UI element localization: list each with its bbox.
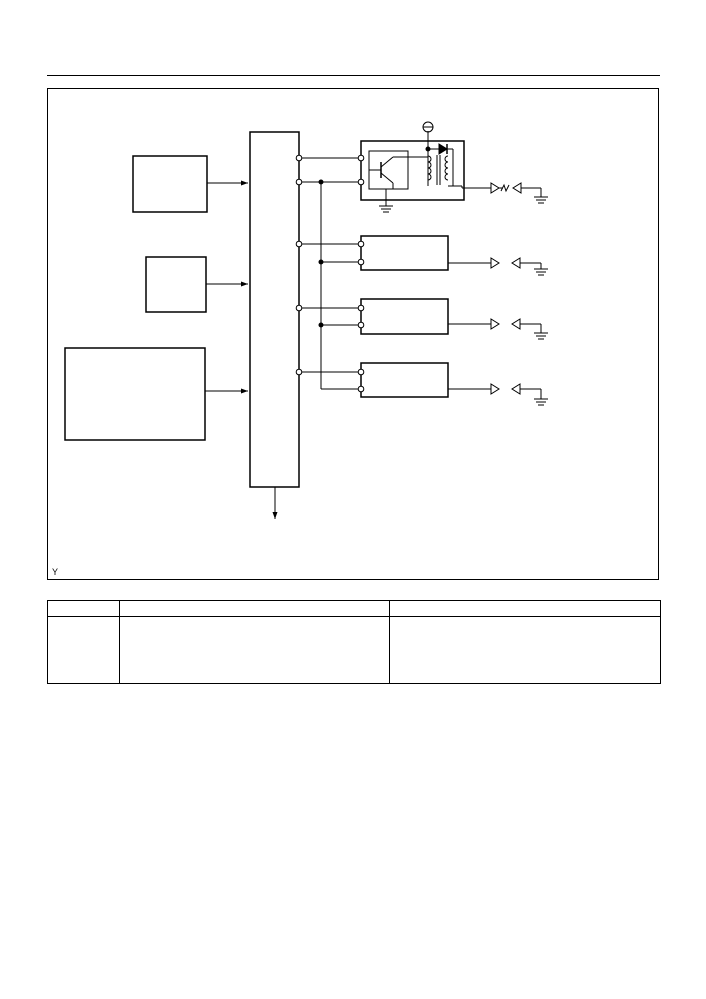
circuit-diagram: Y — [47, 88, 659, 580]
ignition-coil-block-3 — [360, 298, 449, 335]
table-header-cell — [389, 600, 661, 617]
input-block-top — [132, 155, 208, 213]
table-header-row — [47, 600, 661, 617]
figure-code: Y — [52, 567, 59, 577]
info-table — [47, 600, 661, 684]
table-header-cell — [47, 600, 120, 617]
table-cell — [119, 616, 390, 684]
table-header-cell — [119, 600, 390, 617]
igniter-coil-block — [360, 140, 465, 201]
ignition-coil-block-4 — [360, 362, 449, 398]
input-block-middle — [145, 256, 207, 313]
diode-icon — [438, 143, 448, 155]
table-cell — [47, 616, 120, 684]
spark-plug-icon — [490, 182, 541, 194]
ignition-coil-block-2 — [360, 235, 449, 271]
table-row — [47, 616, 661, 684]
control-unit-block — [249, 131, 300, 488]
input-block-bottom — [64, 347, 206, 441]
circuit-diagram-svg — [64, 121, 548, 519]
header-rule — [47, 75, 660, 76]
table-cell — [389, 616, 661, 684]
